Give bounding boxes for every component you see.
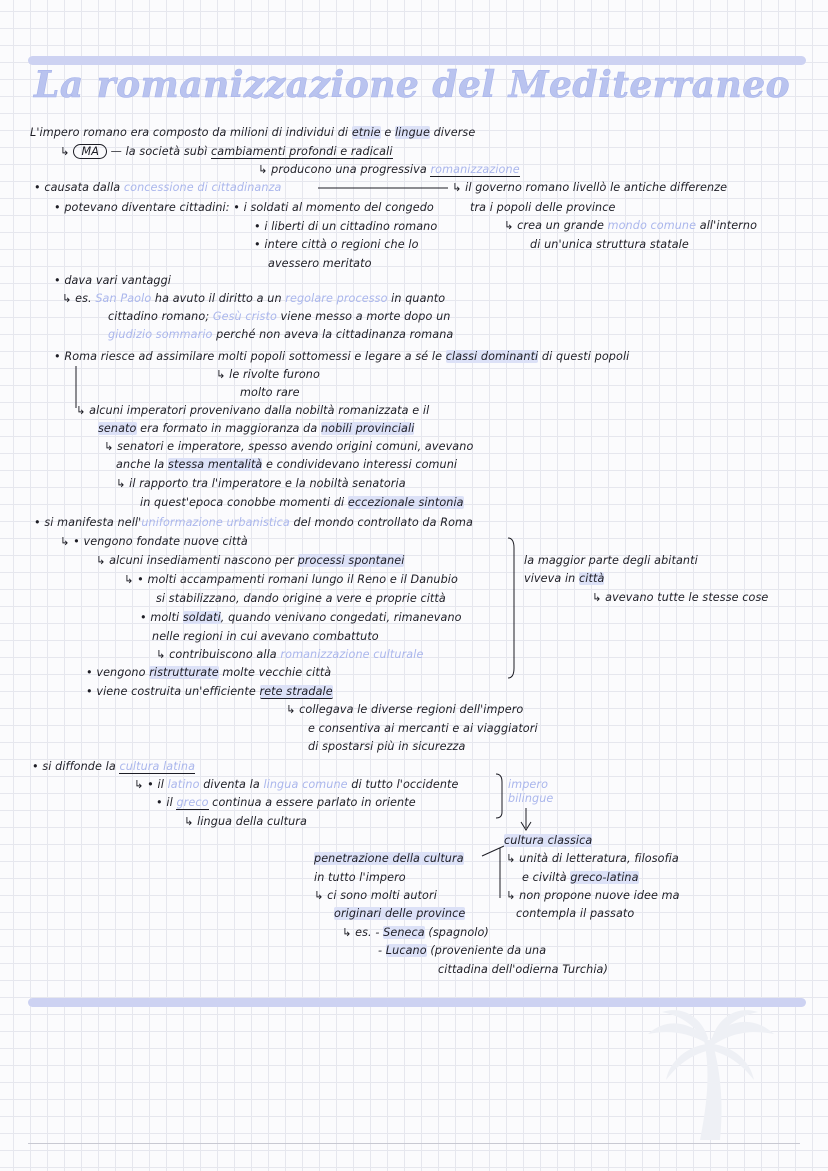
text-line: contempla il passato (516, 907, 635, 920)
text-line: nelle regioni in cui avevano combattuto (152, 630, 379, 643)
text-line: avessero meritato (268, 257, 372, 270)
text-line: ↳ il governo romano livellò le antiche d… (452, 181, 728, 194)
bottom-band (28, 998, 806, 1007)
text-line: bilingue (508, 792, 554, 805)
page-title: La romanizzazione del Mediterraneo (34, 64, 791, 107)
text-line: penetrazione della cultura (314, 852, 464, 865)
text-line: ↳ • il latino diventa la lingua comune d… (134, 778, 459, 791)
text-line: ↳ le rivolte furono (216, 368, 320, 381)
text-line: ↳ crea un grande mondo comune all'intern… (504, 219, 758, 232)
text-line: anche la stessa mentalità e condividevan… (116, 458, 458, 471)
text-line: • vengono ristrutturate molte vecchie ci… (86, 666, 332, 679)
text-line: senato era formato in maggioranza da nob… (98, 422, 415, 435)
text-line: ↳ lingua della cultura (184, 815, 307, 828)
palm-tree-icon (648, 1010, 774, 1140)
text-line: • intere città o regioni che lo (254, 238, 419, 251)
text-line: • si diffonde la cultura latina (32, 760, 196, 774)
text-line: • il greco continua a essere parlato in … (156, 796, 416, 810)
top-band (28, 56, 806, 65)
text-line: ↳ ci sono molti autori (314, 889, 437, 902)
text-line: ↳ es. - Seneca (spagnolo) (342, 926, 489, 939)
text-line: giudizio sommario perché non aveva la ci… (108, 328, 454, 341)
text-line: ↳ collegava le diverse regioni dell'impe… (286, 703, 524, 716)
text-line: di un'unica struttura statale (530, 238, 689, 251)
text-line: cittadina dell'odierna Turchia) (438, 963, 608, 976)
text-line: viveva in città (524, 572, 605, 585)
text-line: ↳ contribuiscono alla romanizzazione cul… (156, 648, 424, 661)
text-line: • dava vari vantaggi (54, 274, 172, 287)
text-line: impero (508, 778, 549, 791)
text-line: in tutto l'impero (314, 871, 406, 884)
text-line: • causata dalla concessione di cittadina… (34, 181, 282, 194)
text-line: originari delle province (334, 907, 466, 920)
page-bottom-rule (28, 1143, 800, 1144)
text-line: • i liberti di un cittadino romano (254, 220, 438, 233)
text-line: ↳MA — la società subì cambiamenti profon… (60, 144, 393, 159)
text-line: molto rare (240, 386, 300, 399)
text-line: di spostarsi più in sicurezza (308, 740, 466, 753)
text-line: si stabilizzano, dando origine a vere e … (156, 592, 446, 605)
text-line: ↳ il rapporto tra l'imperatore e la nobi… (116, 477, 406, 490)
text-line: e consentiva ai mercanti e ai viaggiator… (308, 722, 538, 735)
text-line: ↳ es. San Paolo ha avuto il diritto a un… (62, 292, 446, 305)
text-line: tra i popoli delle province (470, 201, 616, 214)
text-line: e civiltà greco-latina (522, 871, 639, 884)
text-line: ↳ alcuni imperatori provenivano dalla no… (76, 404, 430, 417)
text-line: ↳ • vengono fondate nuove città (60, 535, 248, 548)
text-line: - Lucano (proveniente da una (378, 944, 547, 957)
text-line: L'impero romano era composto da milioni … (30, 126, 476, 139)
text-line: ↳ unità di letteratura, filosofia (506, 852, 679, 865)
text-line: • si manifesta nell'uniformazione urbani… (34, 516, 473, 529)
text-line: la maggior parte degli abitanti (524, 554, 698, 567)
text-line: ↳ avevano tutte le stesse cose (592, 591, 769, 604)
text-line: ↳ non propone nuove idee ma (506, 889, 680, 902)
text-line: cultura classica (504, 834, 593, 847)
text-line: • Roma riesce ad assimilare molti popoli… (54, 350, 630, 363)
ma-circle: MA (73, 144, 107, 159)
text-line: ↳ alcuni insediamenti nascono per proces… (96, 554, 405, 567)
text-line: in quest'epoca conobbe momenti di eccezi… (140, 496, 464, 509)
text-line: ↳ producono una progressiva romanizzazio… (258, 163, 520, 177)
text-line: • molti soldati, quando venivano congeda… (140, 611, 462, 624)
text-line: ↳ • molti accampamenti romani lungo il R… (124, 573, 458, 586)
text-line: • viene costruita un'efficiente rete str… (86, 685, 333, 699)
text-line: • potevano diventare cittadini: • i sold… (54, 201, 434, 214)
text-line: cittadino romano; Gesù cristo viene mess… (108, 310, 451, 323)
text-line: ↳ senatori e imperatore, spesso avendo o… (104, 440, 474, 453)
